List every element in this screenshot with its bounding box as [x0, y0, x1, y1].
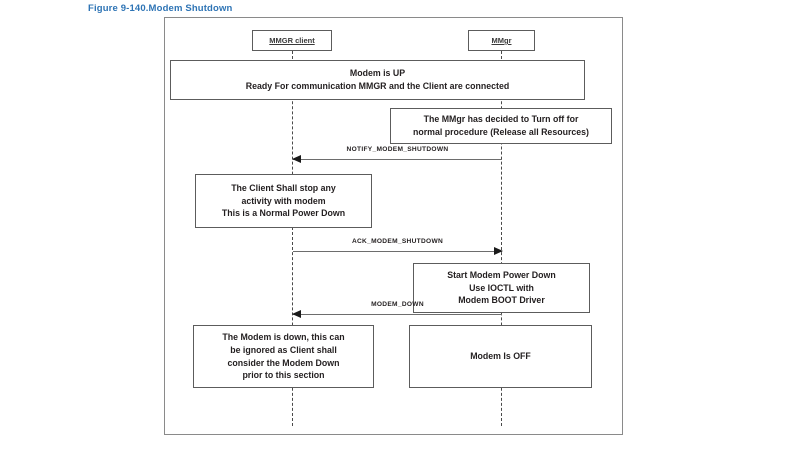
- note-mmgr-decided: The MMgr has decided to Turn off for nor…: [390, 108, 612, 144]
- note-modem-up-line-2: Ready For communication MMGR and the Cli…: [245, 81, 510, 91]
- message-label-modem-down: MODEM_DOWN: [371, 301, 424, 308]
- note-modem-is-off: Modem Is OFF: [409, 325, 592, 388]
- message-label-ack-modem-shutdown: ACK_MODEM_SHUTDOWN: [351, 238, 444, 245]
- note-client-stop-line-3: This is a Normal Power Down: [221, 208, 346, 219]
- note-modem-up: Modem is UP Ready For communication MMGR…: [170, 60, 585, 100]
- figure-caption: Figure 9-140.Modem Shutdown: [88, 3, 233, 14]
- note-client-stop-line-1: The Client Shall stop any: [231, 182, 336, 193]
- note-start-power-line-2: Use IOCTL with: [469, 282, 534, 293]
- message-label-notify-modem-shutdown: NOTIFY_MODEM_SHUTDOWN: [346, 146, 449, 153]
- message-line: [293, 251, 502, 252]
- note-modem-down-line-4: prior to this section: [242, 370, 325, 381]
- note-modem-up-line-1: Modem is UP: [349, 68, 406, 79]
- note-client-stop-line-2: activity with modem: [241, 195, 326, 206]
- arrowhead-left-icon: [292, 154, 301, 163]
- actor-label-mmgr-client: MMGR client: [269, 36, 315, 45]
- note-modem-is-down: The Modem is down, this can be ignored a…: [193, 325, 374, 388]
- message-line: [293, 159, 502, 160]
- note-modem-down-line-3: consider the Modem Down: [227, 357, 340, 368]
- arrowhead-right-icon: [494, 246, 503, 255]
- note-start-power-line-1: Start Modem Power Down: [447, 269, 556, 280]
- note-start-modem-power-down: Start Modem Power Down Use IOCTL with Mo…: [413, 263, 590, 313]
- message-line: [293, 314, 502, 315]
- note-start-power-line-3: Modem BOOT Driver: [458, 295, 545, 306]
- lifeline-mmgr: [501, 51, 502, 426]
- actor-box-mmgr-client[interactable]: MMGR client: [252, 30, 332, 51]
- note-mmgr-decided-line-2: normal procedure (Release all Resources): [412, 127, 589, 137]
- lifeline-client: [292, 51, 293, 426]
- note-modem-down-line-1: The Modem is down, this can: [222, 332, 345, 342]
- message-notify-modem-shutdown: NOTIFY_MODEM_SHUTDOWN: [292, 146, 502, 168]
- actor-label-mmgr: MMgr: [491, 36, 512, 45]
- sequence-diagram-frame: MMGR client MMgr Modem is UP Ready For c…: [164, 17, 623, 435]
- note-mmgr-decided-line-1: The MMgr has decided to Turn off for: [423, 114, 579, 125]
- actor-box-mmgr[interactable]: MMgr: [468, 30, 535, 51]
- lifelines-layer: [165, 18, 622, 434]
- message-modem-down: MODEM_DOWN: [292, 301, 502, 323]
- note-client-stop-activity: The Client Shall stop any activity with …: [195, 174, 372, 228]
- note-modem-off-line-1: Modem Is OFF: [470, 351, 531, 362]
- message-ack-modem-shutdown: ACK_MODEM_SHUTDOWN: [293, 238, 503, 260]
- arrowhead-left-icon: [292, 309, 301, 318]
- note-modem-down-line-2: be ignored as Client shall: [230, 344, 337, 355]
